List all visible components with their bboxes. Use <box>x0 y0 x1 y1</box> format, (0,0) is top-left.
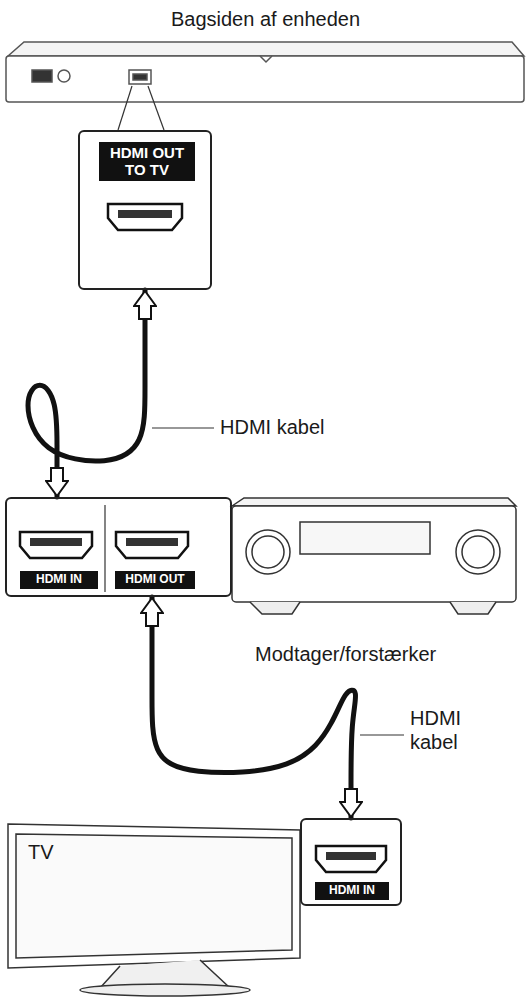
hdmi-port <box>108 204 182 230</box>
port-inset: HDMI IN <box>300 818 402 906</box>
player-device: Bagsiden af enheden <box>0 0 531 112</box>
hdmi-port <box>316 846 386 872</box>
hdmi-cable <box>152 597 356 818</box>
receiver-body <box>232 498 516 614</box>
port-inset: HDMI OUT TO TV <box>78 130 212 290</box>
device-caption: TV <box>28 841 88 864</box>
port-label: HDMI OUT TO TV <box>99 142 195 181</box>
receiver-device: Modtager/forstærker <box>230 498 520 670</box>
player-body <box>6 42 524 102</box>
device-caption: Bagsiden af enheden <box>0 8 531 31</box>
cable-label: HDMI kabel <box>410 706 474 754</box>
port-label: HDMI OUT <box>115 571 195 589</box>
port-inset: HDMI IN HDMI OUT <box>5 497 232 597</box>
port-label: HDMI IN <box>20 571 98 589</box>
tv-body <box>8 824 300 996</box>
port-label: HDMI IN <box>315 882 389 900</box>
callout-leader <box>118 86 164 130</box>
tv-device: TV <box>0 815 300 998</box>
hdmi-cable <box>28 290 145 497</box>
device-caption: Modtager/forstærker <box>255 643 505 666</box>
cable-label: HDMI kabel <box>220 415 360 439</box>
